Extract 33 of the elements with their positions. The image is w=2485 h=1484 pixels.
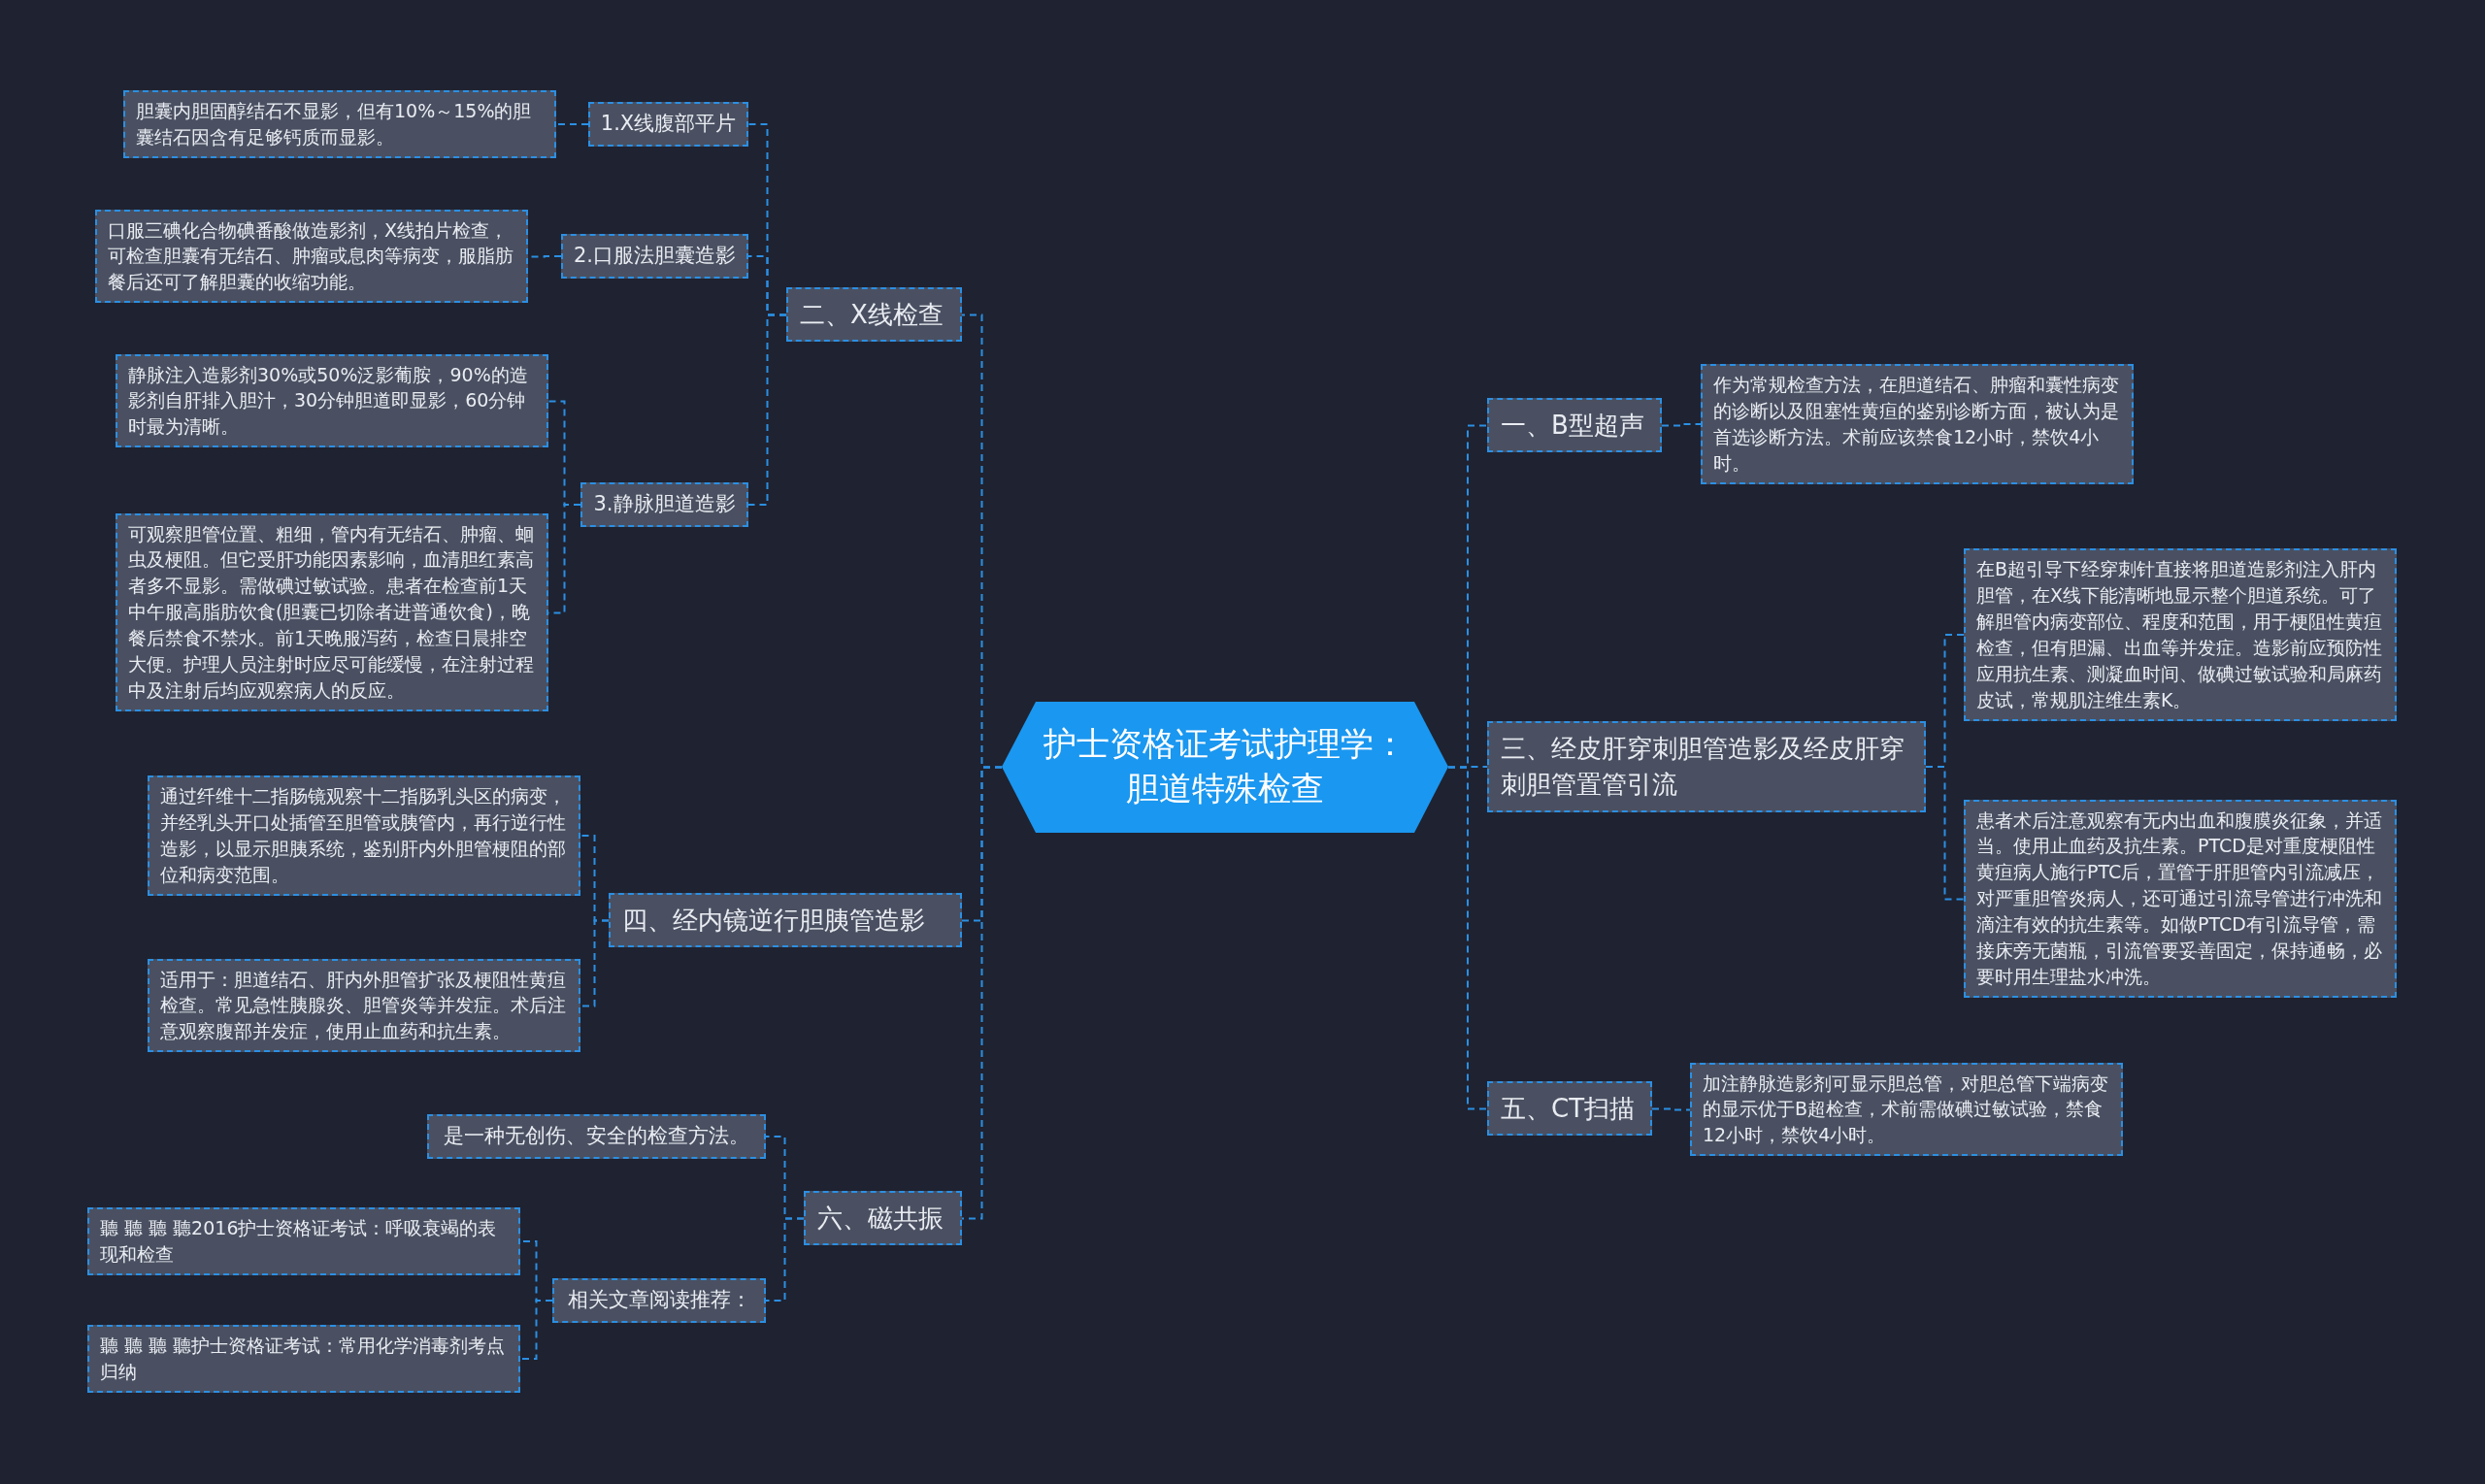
subtopic-box: 2.口服法胆囊造影 — [561, 234, 748, 279]
connector-line — [1925, 766, 1965, 901]
connector-line — [580, 919, 610, 1007]
note-box: 适用于：胆道结石、肝内外胆管扩张及梗阻性黄疸检查。常见急性胰腺炎、胆管炎等并发症。术后注意观察腹部并发症，使用止血药和抗生素。 — [148, 958, 580, 1053]
note-box: 胆囊内胆固醇结石不显影，但有10%～15%的胆囊结石因含有足够钙质而显影。 — [123, 90, 556, 158]
connector-line — [1447, 766, 1488, 1110]
note-box: 加注静脉造影剂可显示胆总管，对胆总管下端病变的显示优于B超检查，术前需做碘过敏试验，禁食12小时，禁饮4小时。 — [1690, 1062, 2123, 1157]
note-box: 可观察胆管位置、粗细，管内有无结石、肿瘤、蛔虫及梗阻。但它受肝功能因素影响，血清胆红素高者多不显影。需做碘过敏试验。患者在检查前1天中午服高脂肪饮食(胆囊已切除者进普通饮食)，晚餐后禁食不禁水。前1天晚服泻药，检查日晨排空大便。护理人员注射时应尽可能缓慢，在注射过程中及注射后均应观察病人的反应。 — [116, 512, 548, 712]
subtopic-box: 是一种无创伤、安全的检查方法。 — [427, 1114, 766, 1159]
connector-line — [1651, 1107, 1691, 1111]
subtopic-box: 1.X线腹部平片 — [588, 102, 748, 147]
note-box: 静脉注入造影剂30%或50%泛影葡胺，90%的造影剂自肝排入胆汁，30分钟胆道即显影，60分钟时最为清晰。 — [116, 353, 548, 448]
connector-line — [765, 1217, 805, 1302]
subtopic-box: 3.静脉胆道造影 — [580, 482, 748, 527]
note-box: 在B超引导下经穿刺针直接将胆道造影剂注入肝内胆管，在X线下能清晰地显示整个胆道系统。可了解胆管内病变部位、程度和范围，用于梗阻性黄疸检查，但有胆漏、出血等并发症。造影前应预防性应用抗生素、测凝血时间、做碘过敏试验和局麻药皮试，常规肌注维生素K。 — [1964, 548, 2397, 721]
subtopic-box: 相关文章阅读推荐： — [552, 1278, 766, 1323]
topic-box: 三、经皮肝穿刺胆管造影及经皮肝穿刺胆管置管引流 — [1487, 721, 1926, 812]
note-box: 患者术后注意观察有无内出血和腹膜炎征象，并适当。使用止血药及抗生素。PTCD是对重度梗阻性黄疸病人施行PTC后，置管于肝胆管内引流减压，对严重胆管炎病人，还可通过引流导管进行冲洗和滴注有效的抗生素等。如做PTCD有引流导管，需接床旁无菌瓶，引流管要妥善固定，保持通畅，必要时用生理盐水冲洗。 — [1964, 799, 2397, 999]
note-box: 口服三碘化合物碘番酸做造影剂，X线拍片检查，可检查胆囊有无结石、肿瘤或息肉等病变，服脂肪餐后还可了解胆囊的收缩功能。 — [95, 209, 528, 304]
topic-box: 六、磁共振 — [804, 1190, 962, 1246]
connector-line — [519, 1300, 553, 1360]
central-topic: 护士资格证考试护理学：胆道特殊检查 — [1002, 701, 1448, 833]
topic-box: 五、CT扫描 — [1487, 1080, 1652, 1137]
note-box: 聽 聽 聽 聽护士资格证考试：常用化学消毒剂考点归纳 — [87, 1325, 520, 1393]
note-box: 聽 聽 聽 聽2016护士资格证考试：呼吸衰竭的表现和检查 — [87, 1207, 520, 1275]
topic-box: 一、B型超声 — [1487, 397, 1662, 453]
connector-line — [555, 123, 589, 125]
connector-line — [747, 313, 787, 506]
note-box: 作为常规检查方法，在胆道结石、肿瘤和囊性病变的诊断以及阻塞性黄疸的鉴别诊断方面，被认为是首选诊断方法。术前应该禁食12小时，禁饮4小时。 — [1701, 364, 2134, 484]
connector-line — [1661, 423, 1702, 427]
topic-box: 二、X线检查 — [786, 286, 962, 343]
note-box: 通过纤维十二指肠镜观察十二指肠乳头区的病变，并经乳头开口处插管至胆管或胰管内，再行逆行性造影，以显示胆胰系统，鉴别肝内外胆管梗阻的部位和病变范围。 — [148, 775, 580, 896]
topic-box: 四、经内镜逆行胆胰管造影 — [609, 892, 962, 948]
